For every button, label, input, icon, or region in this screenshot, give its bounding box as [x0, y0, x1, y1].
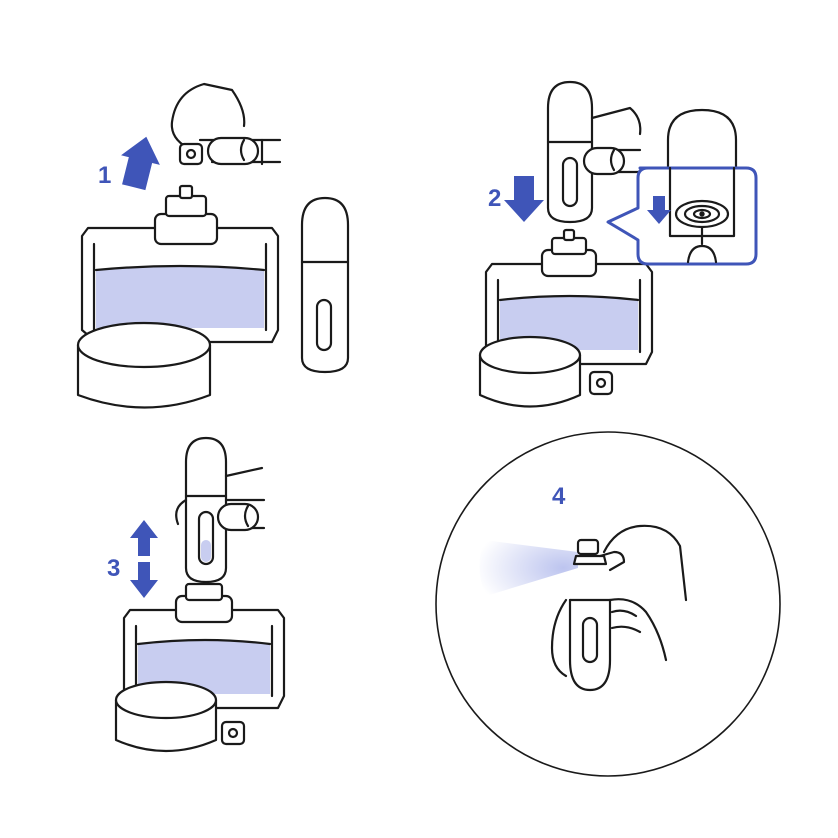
callout-arrow-down-icon	[647, 196, 671, 224]
arrow-up-down-icon	[130, 520, 158, 598]
step-number-3: 3	[107, 555, 120, 582]
perfume-liquid	[96, 266, 264, 328]
step-number-2: 2	[488, 185, 501, 212]
step-2-panel	[478, 80, 758, 408]
nozzle-cap	[588, 370, 614, 396]
perfume-cap	[76, 321, 212, 409]
perfume-cap	[114, 680, 218, 753]
step-4-panel: 4	[435, 431, 781, 777]
spray-mist	[479, 540, 578, 596]
hand	[175, 466, 266, 532]
perfume-cap	[478, 335, 582, 408]
nozzle-cap	[178, 142, 204, 166]
atomizer-bottle	[546, 80, 594, 224]
hand	[582, 106, 642, 176]
atomizer-bottle	[300, 196, 350, 374]
hand	[170, 82, 282, 166]
arrow-up-icon	[121, 136, 160, 191]
step-number-1: 1	[98, 162, 111, 189]
atomizer-bottle	[184, 436, 228, 584]
step-1-panel	[76, 82, 350, 409]
perfume-liquid	[138, 640, 270, 694]
nozzle-cap	[220, 720, 246, 746]
step-number-4: 4	[552, 483, 566, 510]
hand	[550, 524, 688, 678]
step-3-panel	[114, 436, 286, 753]
atomizer-bottle	[568, 538, 612, 692]
arrow-down-icon	[504, 176, 544, 222]
zoom-callout	[606, 108, 758, 266]
perfume-bottle	[80, 184, 280, 344]
